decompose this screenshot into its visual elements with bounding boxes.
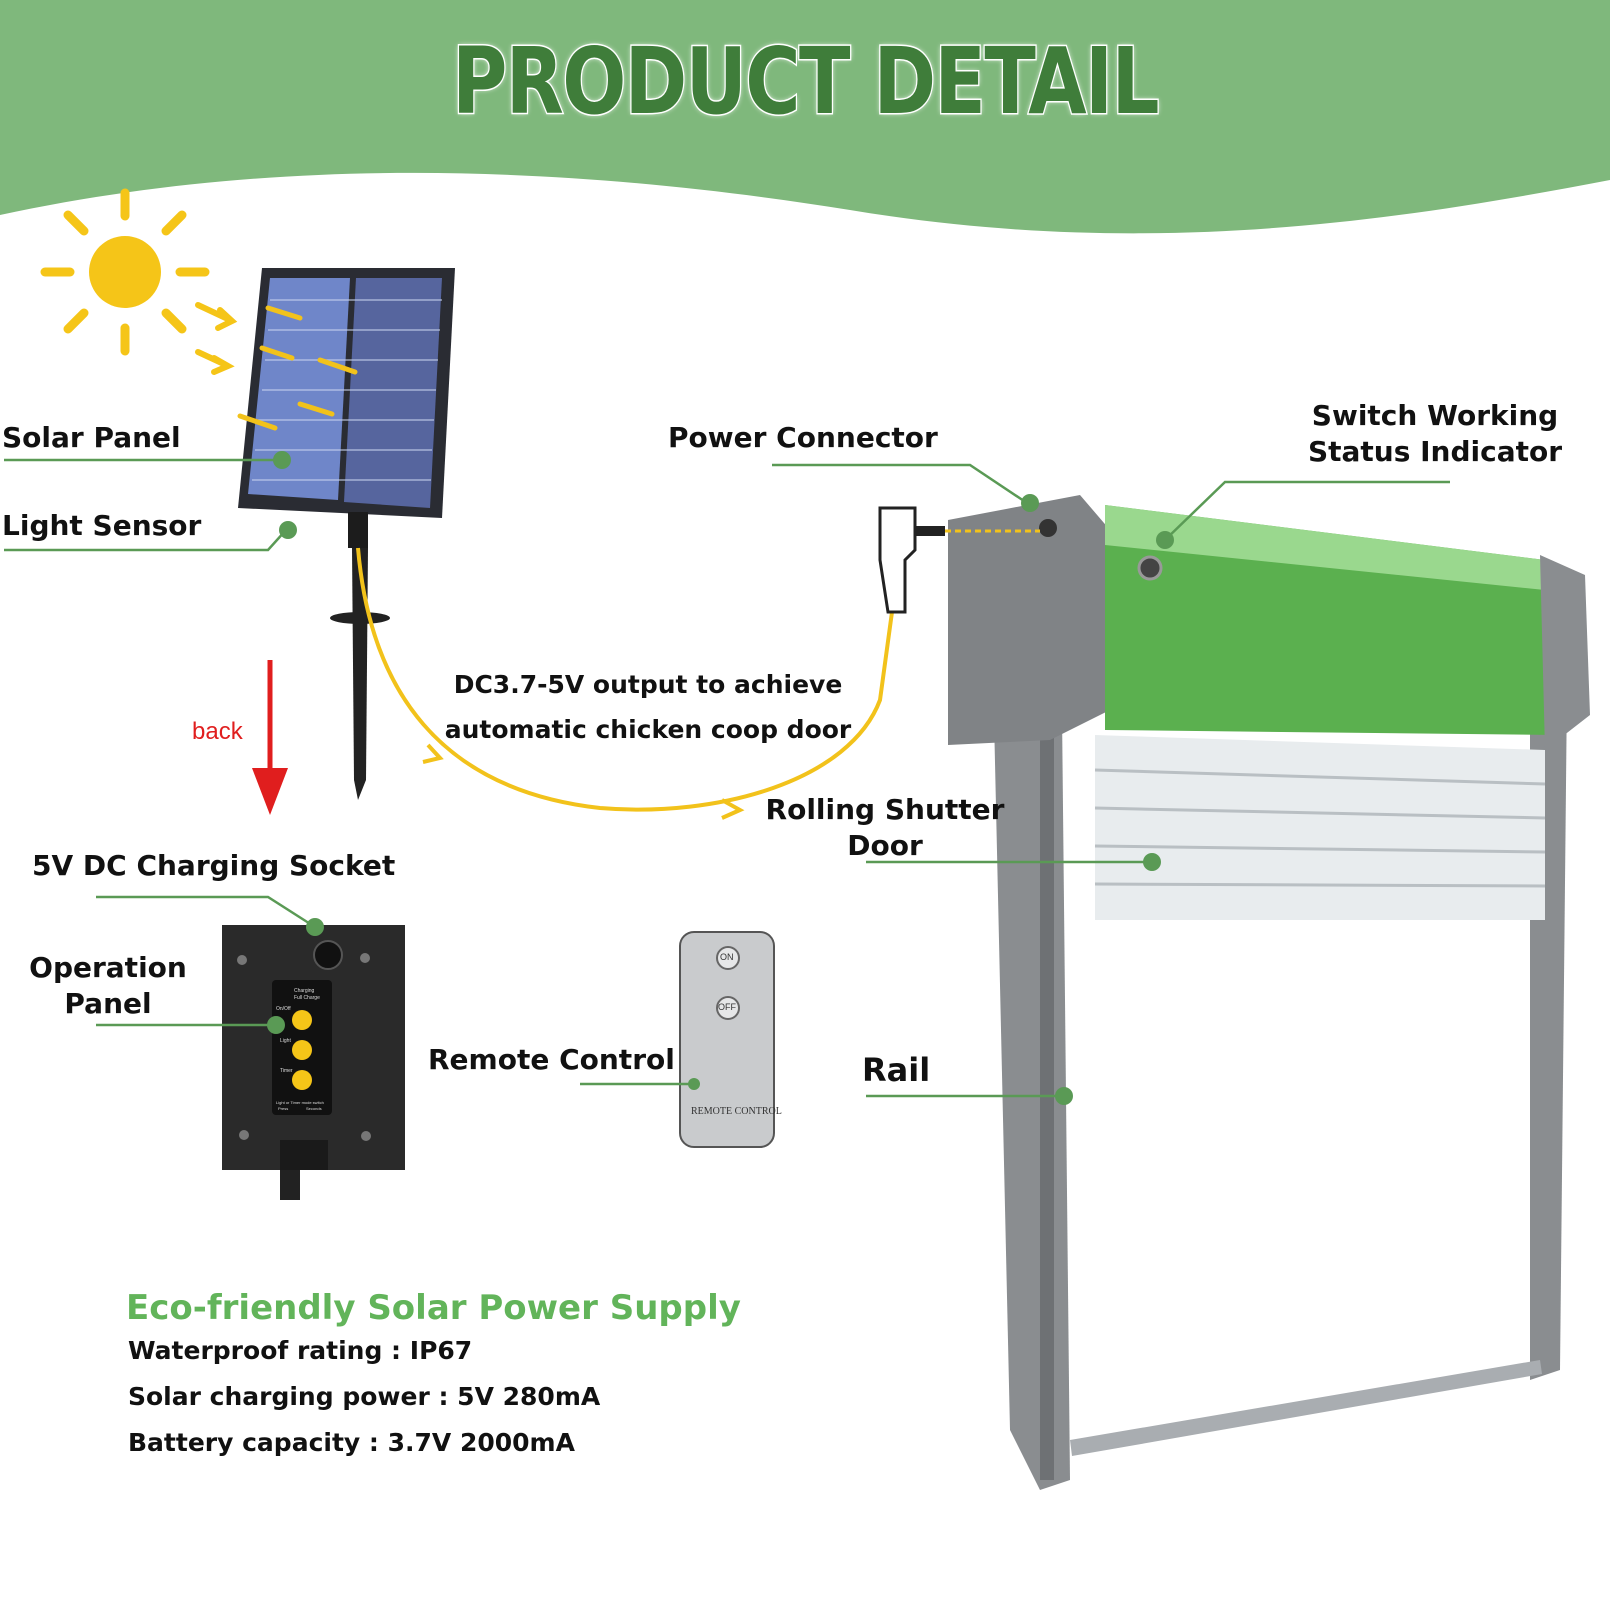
rolling-shutter-label: Rolling Shutter Door	[765, 792, 1005, 864]
remote-off-label: OFF	[718, 1002, 736, 1012]
specs-title: Eco-friendly Solar Power Supply	[126, 1288, 741, 1328]
spec-solar-power: Solar charging power : 5V 280mA	[128, 1382, 601, 1411]
light-sensor-label: Light Sensor	[2, 509, 202, 542]
switch-indicator-line1: Switch Working	[1311, 399, 1559, 432]
panel-press-label: Press	[278, 1106, 289, 1111]
remote-control-label: Remote Control	[428, 1043, 675, 1076]
output-line2: automatic chicken coop door	[444, 715, 852, 744]
header-wave	[0, 0, 1610, 234]
panel-mode-label: Light or Timer mode switch	[276, 1100, 324, 1105]
leader-dots	[267, 451, 1174, 1105]
panel-timer-label: Timer	[280, 1068, 293, 1074]
solar-panel-image	[237, 268, 455, 800]
spec-battery: Battery capacity : 3.7V 2000mA	[128, 1428, 575, 1457]
leader-lines	[4, 458, 1450, 1098]
coop-door-image	[878, 495, 1590, 1490]
output-description: DC3.7-5V output to achieve automatic chi…	[438, 662, 858, 752]
power-connector-label: Power Connector	[668, 421, 938, 454]
output-line1: DC3.7-5V output to achieve	[453, 670, 843, 699]
rail-label: Rail	[862, 1051, 931, 1089]
operation-panel-label: Operation Panel	[18, 950, 198, 1022]
power-wire	[356, 547, 894, 812]
panel-full-label: Full Charge	[294, 995, 320, 1001]
switch-indicator-label: Switch Working Status Indicator	[1300, 398, 1570, 470]
panel-seconds-label: Seconds	[306, 1106, 322, 1111]
rolling-line2: Door	[847, 829, 923, 862]
solar-panel-label: Solar Panel	[2, 421, 181, 454]
back-label: back	[192, 718, 243, 745]
panel-light-label: Light	[280, 1038, 291, 1044]
page-title: PRODUCT DETAIL	[451, 27, 1161, 137]
switch-indicator-line2: Status Indicator	[1307, 435, 1563, 468]
rolling-line1: Rolling Shutter	[765, 793, 1005, 826]
charging-socket-label: 5V DC Charging Socket	[32, 849, 396, 882]
spec-waterproof: Waterproof rating : IP67	[128, 1336, 473, 1365]
remote-brand-label: REMOTE CONTROL	[691, 1106, 782, 1117]
operation-panel-image	[222, 925, 405, 1200]
panel-onoff-label: On/Off	[276, 1006, 291, 1012]
remote-control-image	[679, 931, 775, 1148]
remote-on-label: ON	[720, 952, 734, 962]
panel-charging-label: Charging	[294, 988, 315, 994]
operation-line1: Operation	[29, 951, 187, 984]
back-arrow	[252, 660, 288, 815]
sun-icon	[40, 188, 238, 375]
operation-line2: Panel	[64, 987, 152, 1020]
